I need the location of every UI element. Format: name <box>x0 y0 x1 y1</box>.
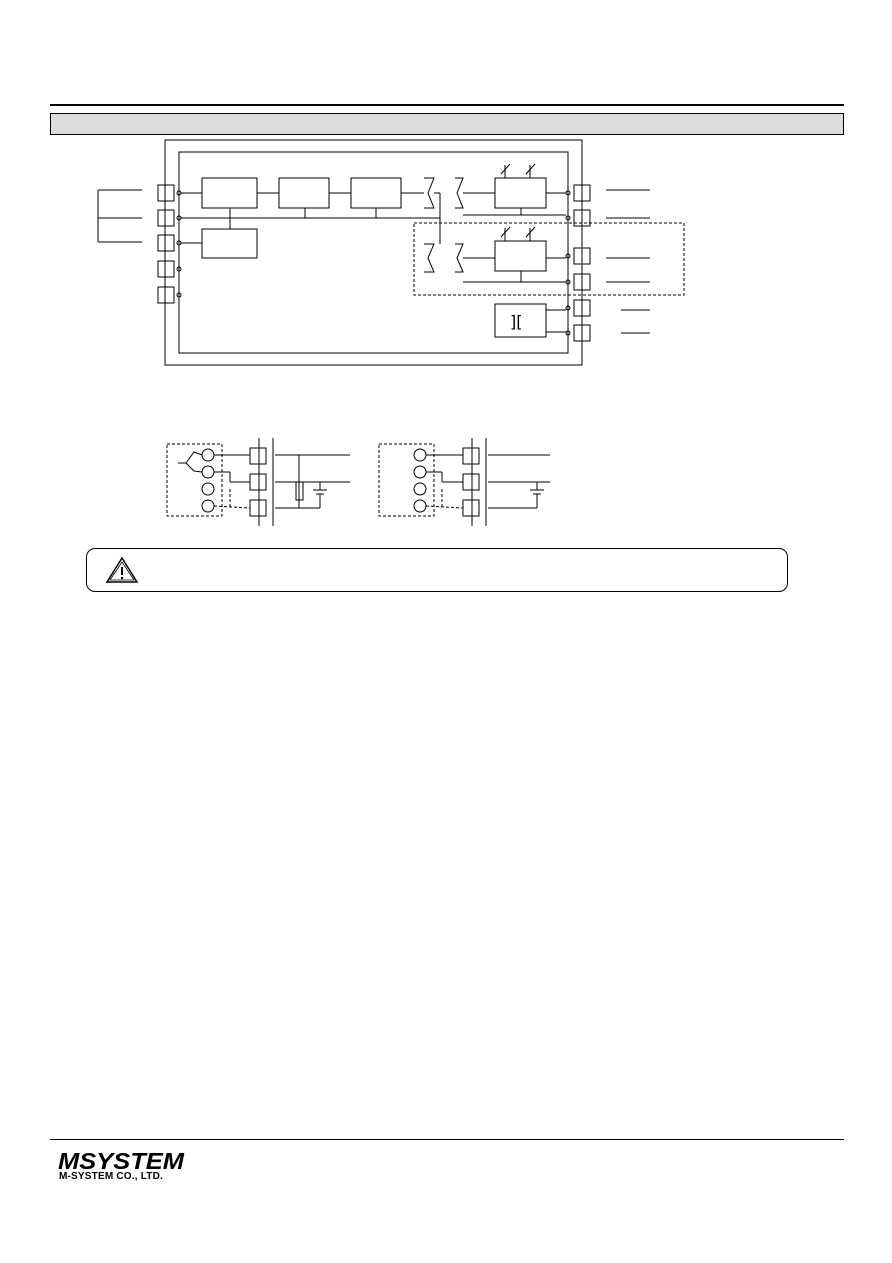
connection-diagrams <box>166 438 550 526</box>
inner-housing <box>178 151 569 354</box>
isolation-barrier <box>424 177 435 209</box>
left-input-leads <box>97 189 142 243</box>
company-logo: MSYSTEM <box>58 1150 185 1172</box>
optional-output-region <box>413 222 685 296</box>
right-output-leads <box>606 189 650 334</box>
warning-triangle-icon <box>105 556 139 583</box>
excitation-block <box>201 228 258 259</box>
trimmer-icons <box>500 163 536 241</box>
top-rule <box>50 104 844 106</box>
block-diagram: ][ <box>97 139 685 366</box>
outer-housing <box>164 139 583 366</box>
section-title-bar <box>50 113 844 135</box>
transformer-icon: ][ <box>510 312 522 331</box>
right-terminal-block <box>565 184 591 342</box>
transmitter-connection-b <box>378 438 550 526</box>
output-block-1 <box>494 177 547 209</box>
input-block <box>201 177 258 209</box>
left-terminal-block <box>157 184 182 304</box>
bottom-rule <box>50 1139 844 1140</box>
company-name: M-SYSTEM CO., LTD. <box>59 1171 163 1182</box>
transmitter-connection-a <box>166 438 350 526</box>
processing-block-2 <box>350 177 402 209</box>
caution-box <box>86 548 788 592</box>
svg-text:MSYSTEM: MSYSTEM <box>58 1150 185 1172</box>
output-block-2 <box>494 240 547 272</box>
processing-block <box>278 177 330 209</box>
power-supply-block <box>494 303 547 338</box>
